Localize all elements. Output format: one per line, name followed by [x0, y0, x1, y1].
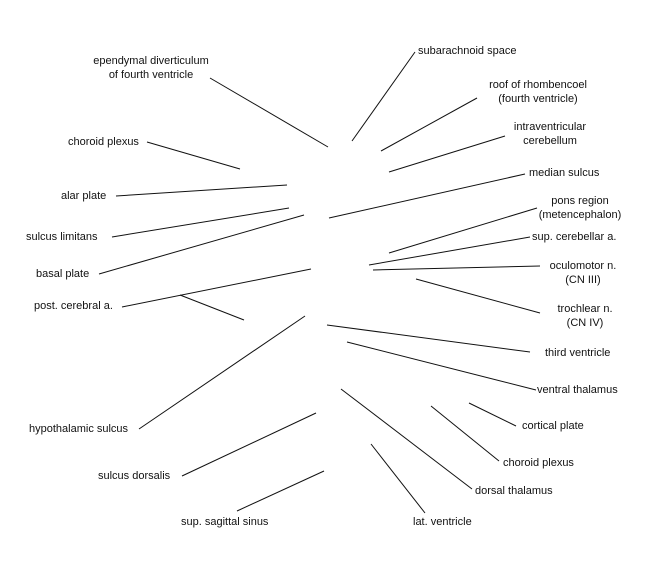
label-sulcus-limitans: sulcus limitans [26, 231, 98, 243]
leader-sup-cerebellar [368, 236, 531, 266]
leader-cortical-plate [468, 402, 517, 427]
label-subarachnoid-space: subarachnoid space [418, 45, 517, 57]
leader-sulcus-dorsalis [181, 412, 317, 477]
label-alar-plate: alar plate [61, 190, 107, 202]
leader-choroid-plexus-right [430, 405, 500, 462]
leader-trochlear [415, 278, 541, 314]
leader-intraventricular-cerebellum [388, 135, 506, 173]
label-post-cerebral-a: post. cerebral a. [34, 300, 113, 312]
label-basal-plate: basal plate [36, 268, 90, 280]
leader-choroid-plexus-left [146, 141, 241, 170]
label-ventral-thalamus: ventral thalamus [537, 384, 618, 396]
label-roof-rhombencoel: roof of rhombencoel (fourth ventricle) [489, 79, 587, 105]
label-oculomotor-n: oculomotor n. (CN III) [549, 260, 617, 286]
label-lat-ventricle: lat. ventricle [413, 516, 472, 528]
label-sup-cerebellar-a: sup. cerebellar a. [532, 231, 617, 243]
label-trochlear-n: trochlear n. (CN IV) [557, 303, 613, 329]
leader-oculomotor [372, 265, 541, 271]
leader-post-cerebral-b [179, 294, 245, 321]
leader-lat-ventricle [370, 443, 426, 514]
label-hypothalamic-sulcus: hypothalamic sulcus [29, 423, 129, 435]
leader-dorsal-thalamus [340, 388, 473, 490]
label-median-sulcus: median sulcus [529, 167, 600, 179]
leader-ependymal [209, 77, 329, 148]
leader-median-sulcus [328, 173, 526, 219]
leader-pons-region [388, 207, 538, 254]
leader-third-ventricle [326, 324, 531, 353]
label-ependymal-diverticulum: ependymal diverticulum of fourth ventric… [93, 55, 209, 81]
leader-alar-plate [115, 184, 288, 197]
leader-hypothalamic-sulcus [138, 315, 306, 430]
leader-ventral-thalamus [346, 341, 537, 391]
leader-sulcus-limitans [111, 207, 290, 238]
label-choroid-plexus-left: choroid plexus [68, 136, 139, 148]
label-pons-region: pons region (metencephalon) [538, 195, 622, 221]
leader-roof-rhombencoel [380, 97, 478, 152]
leader-basal-plate [98, 214, 305, 275]
leader-sup-sagittal-sinus [236, 470, 325, 512]
label-intraventricular-cerebellum: intraventricular cerebellum [513, 121, 587, 147]
leader-subarachnoid [351, 51, 416, 142]
label-third-ventricle: third ventricle [545, 347, 611, 359]
label-choroid-plexus-right: choroid plexus [503, 457, 574, 469]
leader-post-cerebral-a [121, 268, 312, 308]
label-sup-sagittal-sinus: sup. sagittal sinus [181, 516, 269, 528]
label-sulcus-dorsalis: sulcus dorsalis [98, 470, 171, 482]
label-dorsal-thalamus: dorsal thalamus [475, 485, 553, 497]
label-cortical-plate: cortical plate [522, 420, 584, 432]
